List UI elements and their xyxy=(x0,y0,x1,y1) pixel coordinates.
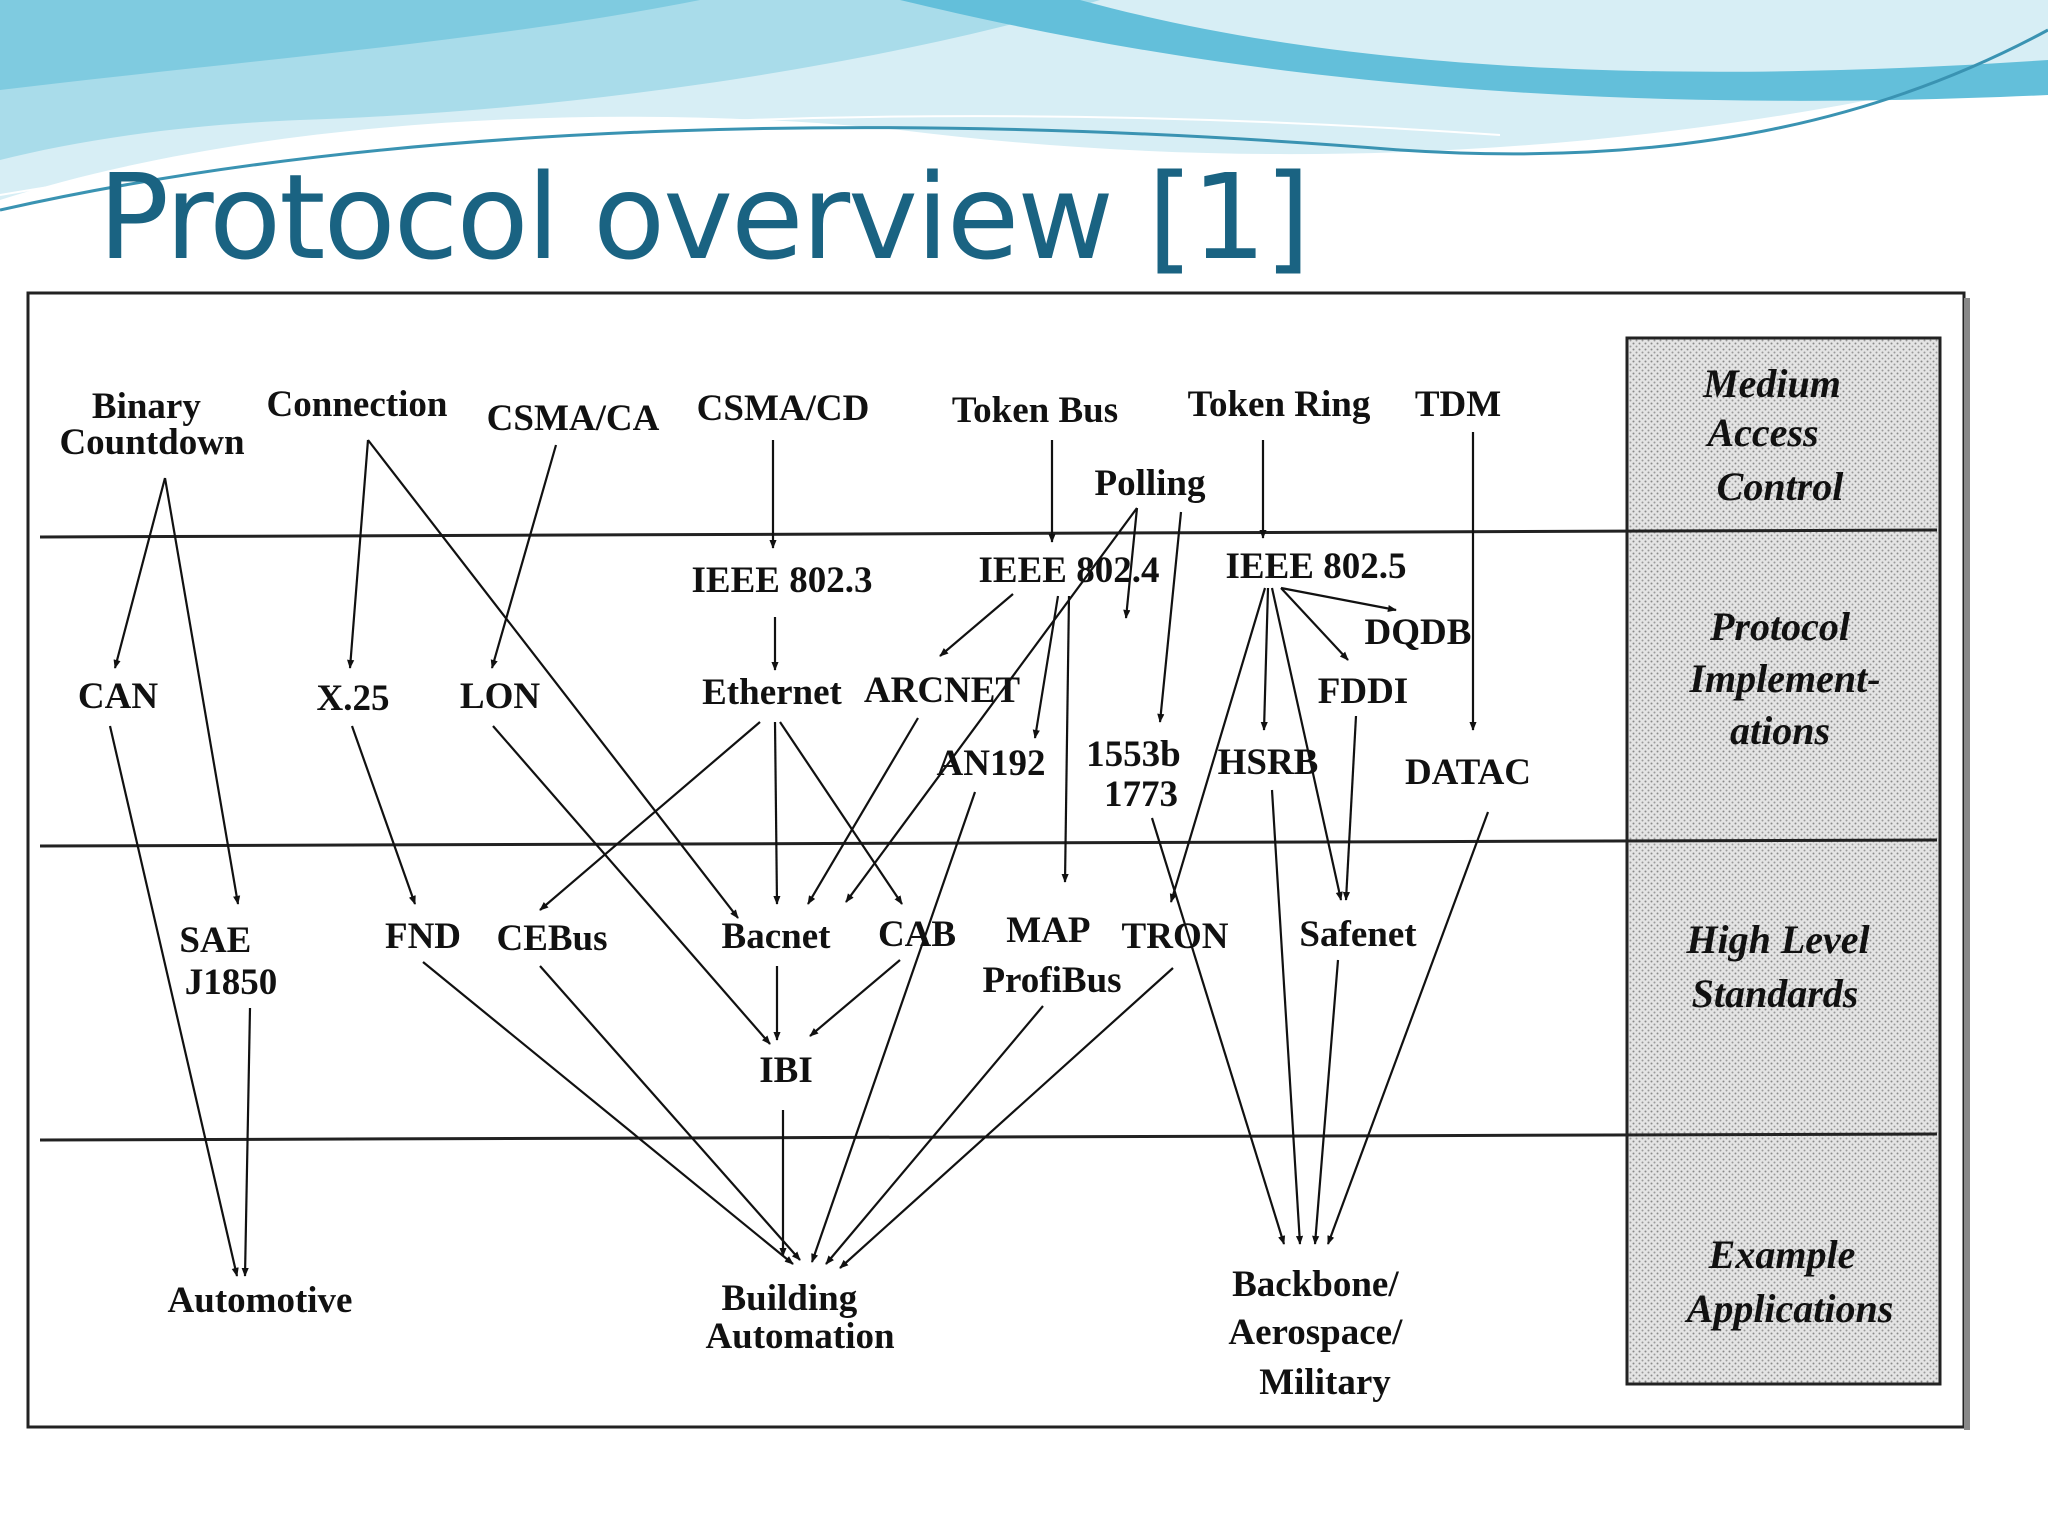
node-ethernet: Ethernet xyxy=(702,672,842,713)
node-binary-countdown: Binary Countdown xyxy=(59,386,244,463)
node-token-ring: Token Ring xyxy=(1188,384,1371,425)
node-datac: DATAC xyxy=(1405,752,1531,793)
node-dqdb: DQDB xyxy=(1365,612,1472,653)
node-cab: CAB xyxy=(878,914,956,955)
sidebar-label-protocol-implementations: Protocol Implement- ations xyxy=(1688,604,1890,753)
node-x25: X.25 xyxy=(317,678,390,719)
node-tron: TRON xyxy=(1122,916,1229,957)
banner-wave-dark xyxy=(0,0,700,90)
sidebar-panel xyxy=(1625,336,1942,1386)
sidebar-label-example-applications: Example Applications xyxy=(1684,1232,1894,1331)
node-fnd: FND xyxy=(385,916,461,957)
diagram-frame-shadow xyxy=(1964,298,1970,1430)
node-can: CAN xyxy=(78,676,158,717)
node-bacnet: Bacnet xyxy=(722,916,832,957)
node-cebus: CEBus xyxy=(496,918,607,959)
layer-separator xyxy=(39,528,1938,539)
node-polling: Polling xyxy=(1094,463,1206,504)
node-token-bus: Token Bus xyxy=(952,390,1118,431)
banner-swoosh-line-2 xyxy=(0,115,1501,196)
node-safenet: Safenet xyxy=(1299,914,1417,955)
node-csma-ca: CSMA/CA xyxy=(487,398,660,439)
sidebar-label-high-level-standards: High Level Standards xyxy=(1685,917,1879,1016)
node-sae-j1850: SAE J1850 xyxy=(179,920,277,1003)
node-fddi: FDDI xyxy=(1318,671,1408,712)
layer-separator xyxy=(39,1132,1938,1142)
banner-wave-accent xyxy=(900,0,2048,101)
node-csma-cd: CSMA/CD xyxy=(697,388,870,429)
node-hsrb: HSRB xyxy=(1218,742,1319,783)
node-lon: LON xyxy=(460,676,540,717)
banner-swoosh-line xyxy=(0,28,2048,212)
node-map-profibus: MAP ProfiBus xyxy=(982,910,1121,1001)
diagram-arrows xyxy=(108,432,1490,1277)
node-automotive: Automotive xyxy=(168,1280,353,1321)
layer-separator xyxy=(39,838,1938,848)
node-ibi: IBI xyxy=(759,1050,812,1091)
node-ieee-802-5: IEEE 802.5 xyxy=(1226,546,1407,587)
sidebar-label-medium-access-control: Medium Access Control xyxy=(1702,361,1851,509)
node-connection: Connection xyxy=(267,384,448,425)
node-backbone-aerospace-military: Backbone/ Aerospace/ Military xyxy=(1228,1264,1411,1403)
slide-header-banner xyxy=(0,0,2048,212)
node-ieee-802-3: IEEE 802.3 xyxy=(692,560,873,601)
node-tdm: TDM xyxy=(1415,384,1501,425)
slide-title: Protocol overview [1] xyxy=(98,148,1311,286)
node-building-automation: Building Automation xyxy=(705,1278,895,1357)
node-arcnet: ARCNET xyxy=(864,670,1021,711)
node-an192: AN192 xyxy=(937,743,1046,784)
node-1553b-1773: 1553b 1773 xyxy=(1086,734,1190,815)
